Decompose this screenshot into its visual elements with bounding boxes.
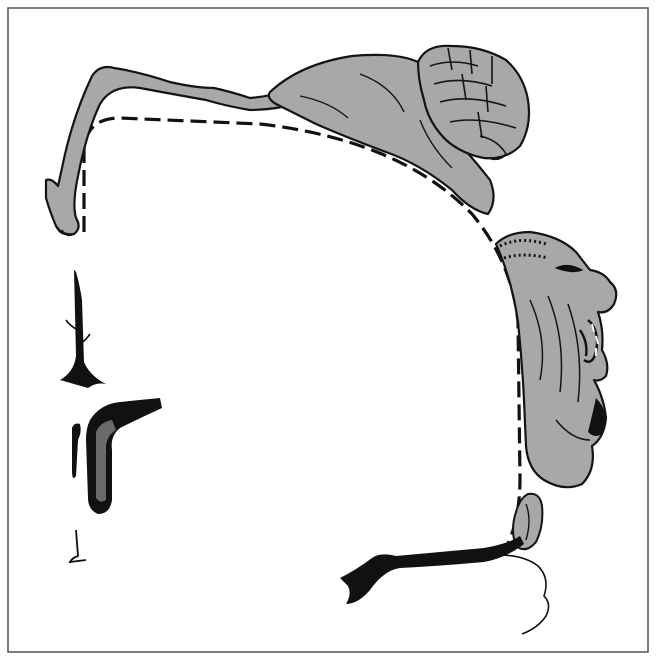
- homunculus-diagram: [0, 0, 656, 660]
- homunculus-figure: [0, 0, 656, 660]
